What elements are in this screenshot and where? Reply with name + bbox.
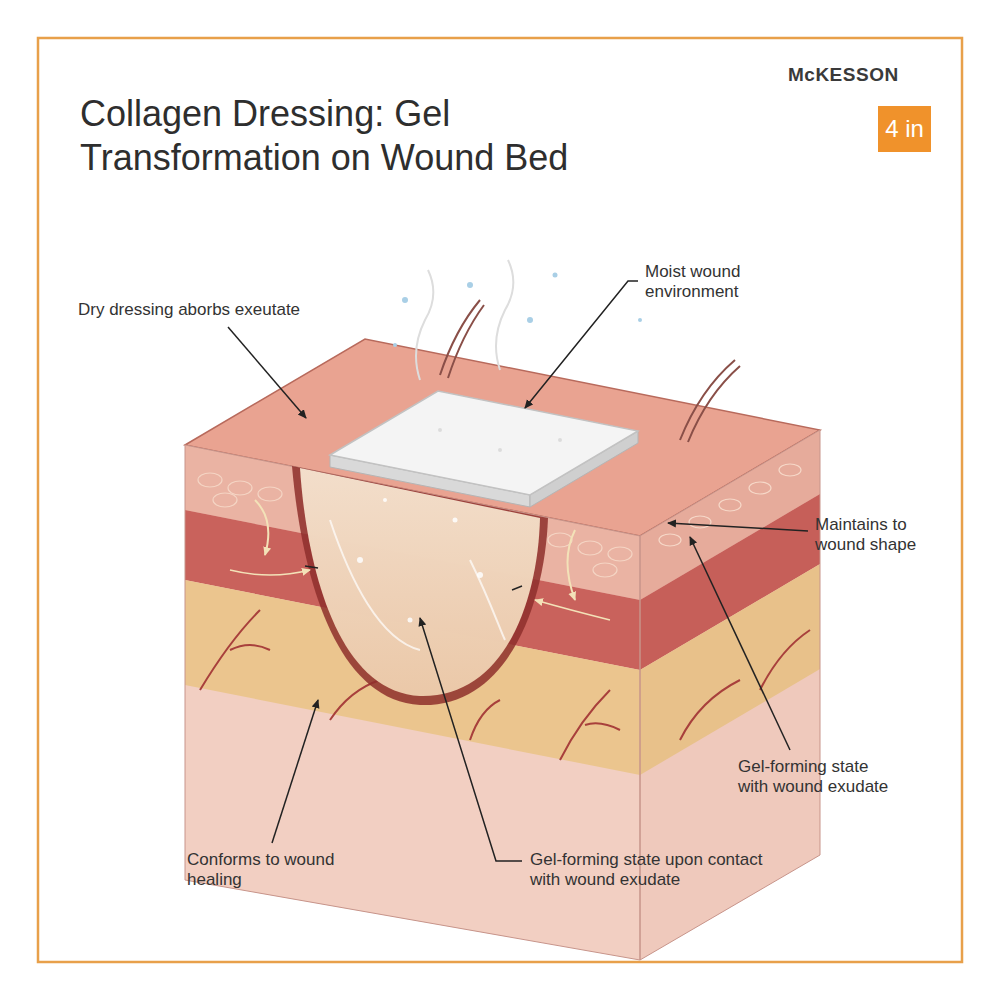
size-badge: 4 in bbox=[878, 106, 931, 152]
callout-label: Moist wound environment bbox=[645, 262, 785, 303]
callout-label: Dry dressing aborbs exeutate bbox=[78, 300, 300, 320]
brand-logo: McKESSON bbox=[788, 64, 899, 87]
callout-label: Gel-forming state with wound exudate bbox=[738, 757, 900, 798]
callout-label: Conforms to wound healing bbox=[187, 850, 363, 891]
diagram-title: Collagen Dressing: Gel Transformation on… bbox=[80, 92, 680, 180]
callout-label: Gel-forming state upon contact with woun… bbox=[530, 850, 792, 891]
callout-label: Maintains to wound shape bbox=[815, 515, 945, 556]
badge-text: 4 in bbox=[885, 115, 924, 143]
